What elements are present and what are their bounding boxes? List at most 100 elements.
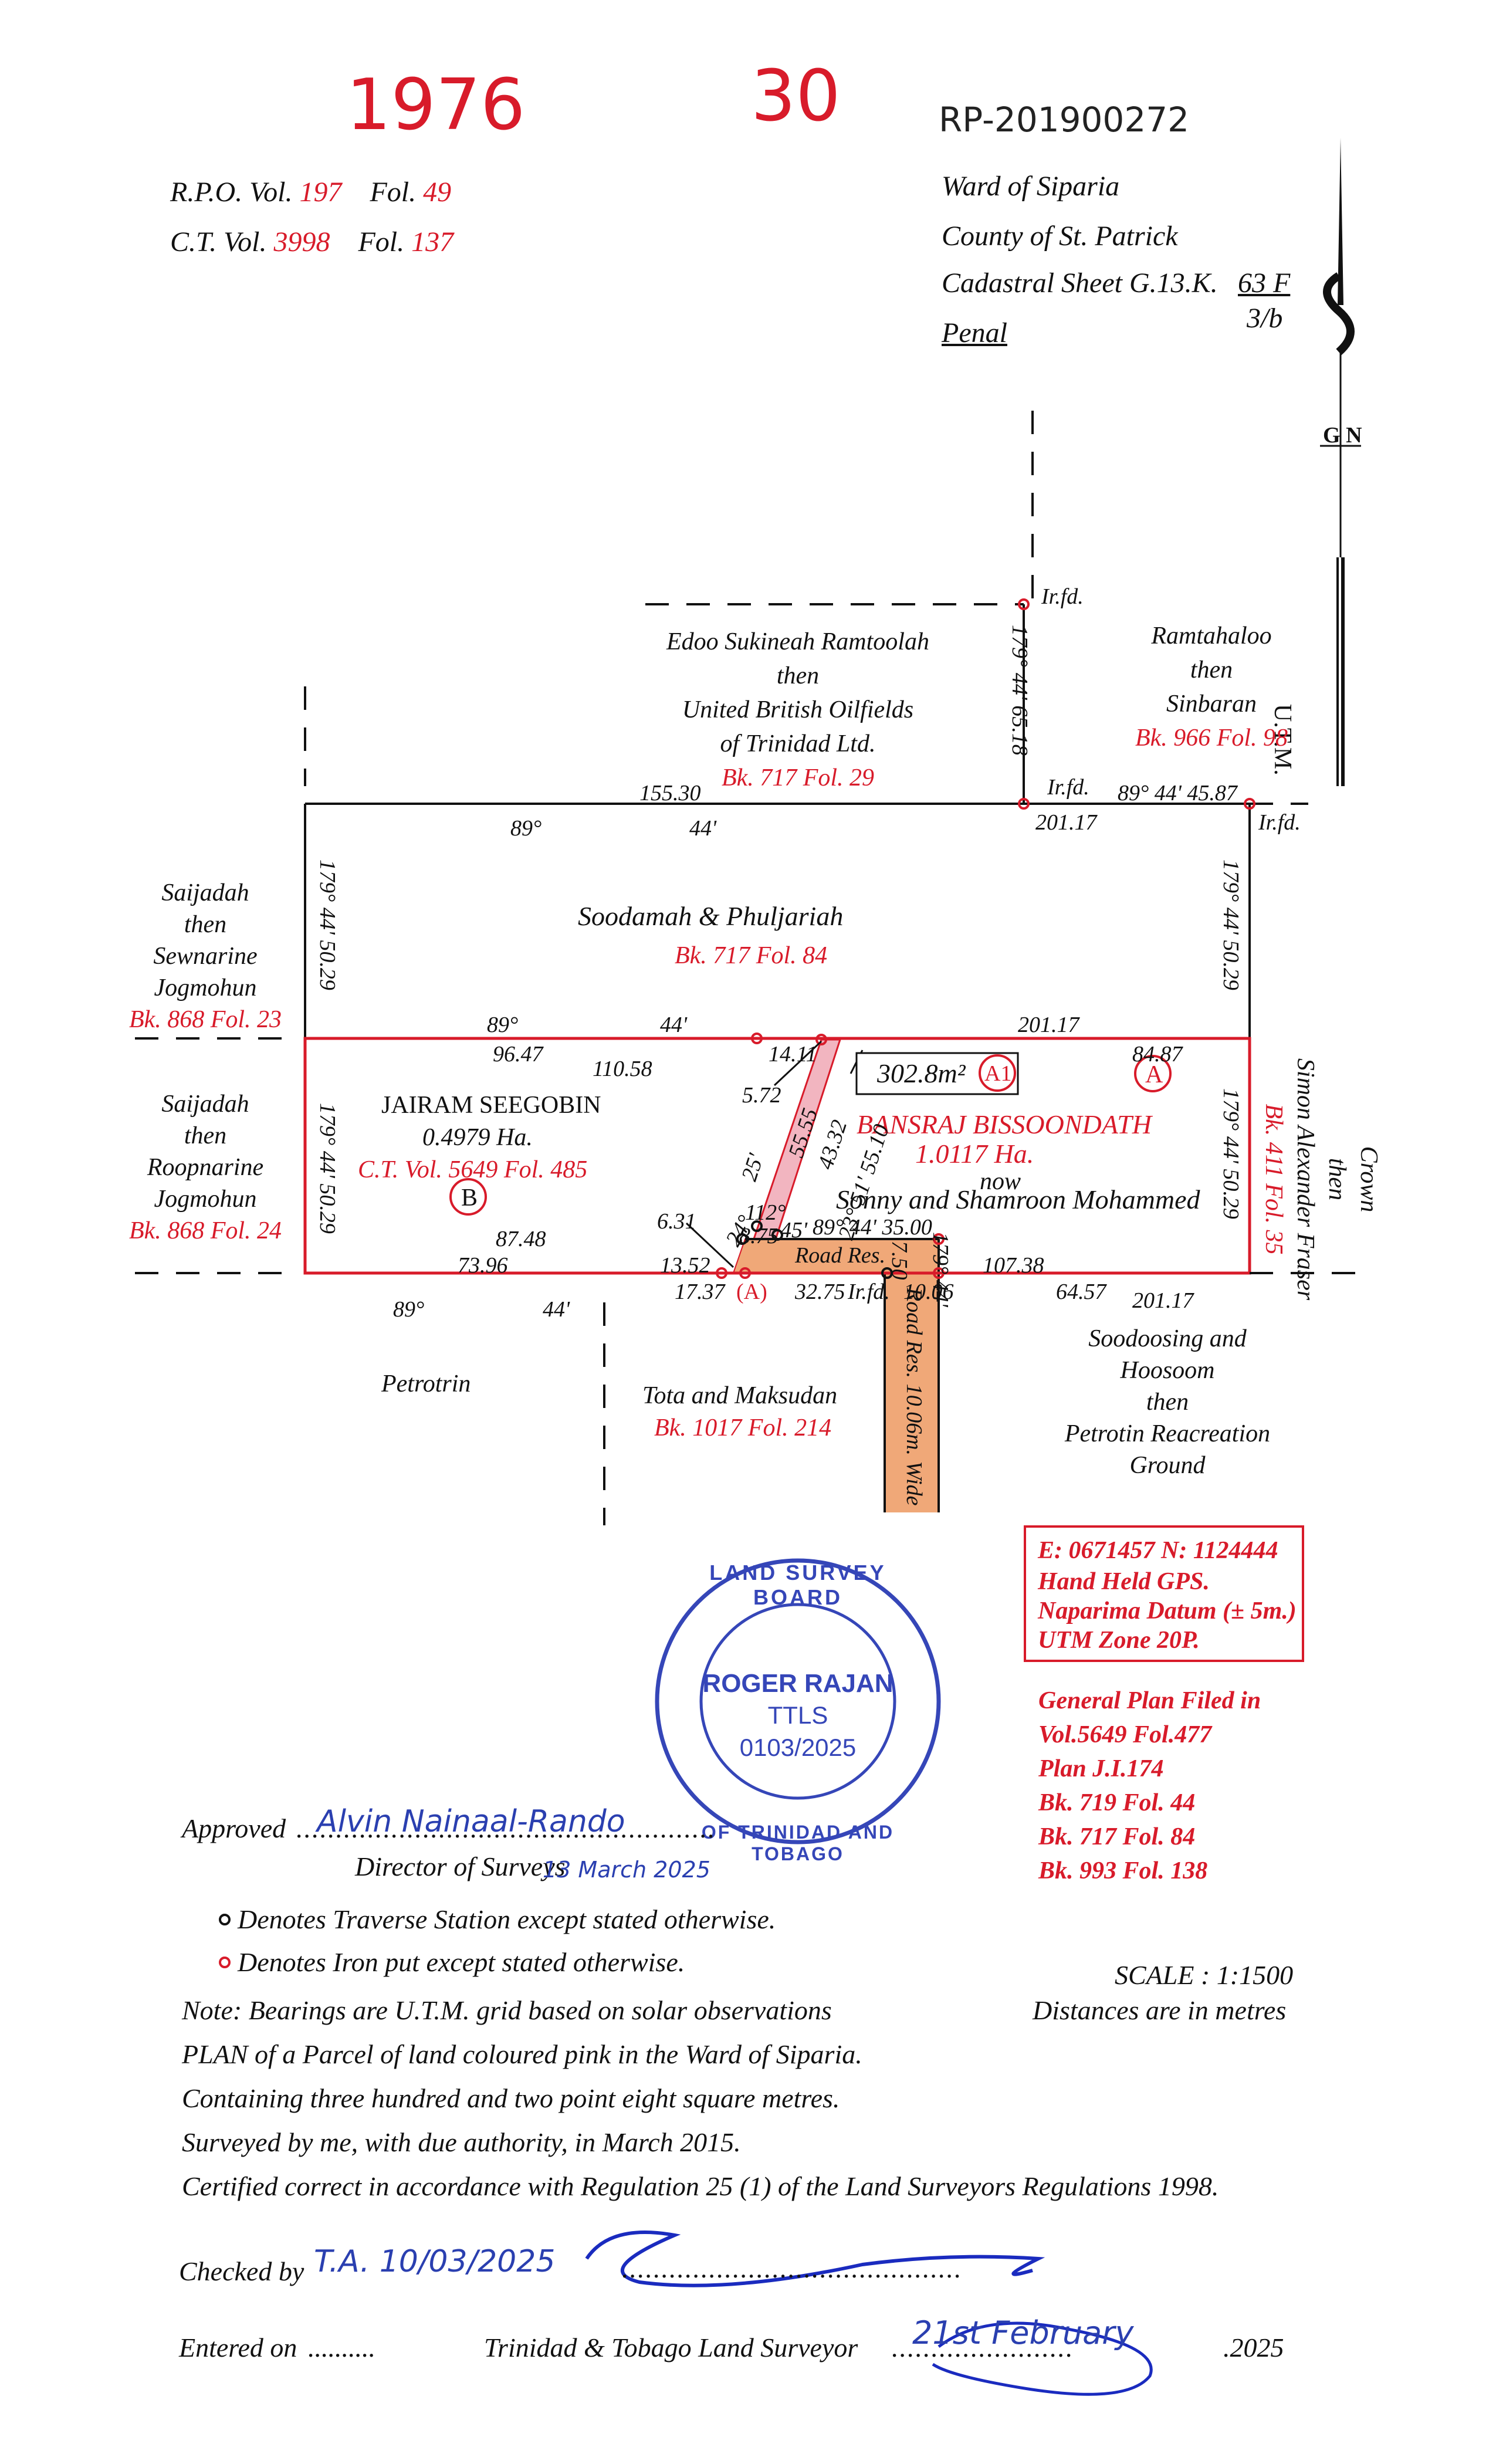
dim-201-17-mid: 201.17 [1018, 1013, 1079, 1037]
iron-put-symbol [219, 1957, 231, 1968]
surveyor-label: Trinidad & Tobago Land Surveyor [484, 2333, 858, 2363]
date-signature-scribble [932, 2321, 1153, 2396]
petrotrin: Petrotrin [381, 1370, 471, 1397]
parcel-a-label: A [1145, 1061, 1163, 1088]
dim-89-b: 89° [487, 1013, 519, 1037]
dim-6-31: 6.31 [657, 1209, 696, 1234]
dim-7-50: 7.50 [887, 1241, 912, 1280]
dim-89-44-45-87: 89° 44' 45.87 [1118, 781, 1237, 805]
parcel-a-now-owner: Sonny and Shamroon Mohammed [836, 1184, 1200, 1214]
county: County of St. Patrick [942, 221, 1178, 252]
rpo-fol-label: Fol. [370, 177, 417, 208]
road-reserve-vertical [885, 1273, 939, 1512]
scale: SCALE : 1:1500 [1115, 1960, 1294, 1990]
north-arrow [1320, 138, 1361, 786]
ct-fol-label: Fol. [358, 226, 405, 258]
a1-label: A1 [984, 1061, 1012, 1086]
dim-east-50-29: 179° 44' 50.29 [1219, 859, 1243, 990]
land-survey-board-stamp [655, 1558, 941, 1844]
dim-8-75: 8.75 [739, 1224, 779, 1248]
tota-maksudan: Tota and Maksudan [642, 1382, 838, 1409]
approved-dots: ........................................… [296, 1813, 716, 1843]
stamp-name: ROGER RAJAN [702, 1669, 893, 1698]
stamp-title: TTLS [767, 1701, 828, 1729]
dim-89-a: 89° [510, 816, 542, 841]
cadastral-sheet: Cadastral Sheet G.13.K. [942, 268, 1218, 299]
gps-box: E: 0671457 N: 1124444 Hand Held GPS. Nap… [1024, 1525, 1304, 1662]
a-mark: (A) [736, 1280, 767, 1304]
parcel-b-owner: JAIRAM SEEGOBIN [381, 1092, 601, 1119]
dim-44-b: 44' [660, 1013, 688, 1037]
tota-ref: Bk. 1017 Fol. 214 [654, 1414, 832, 1441]
dim-110-58: 110.58 [593, 1057, 652, 1081]
dim-87-48: 87.48 [496, 1227, 546, 1251]
legend-iron: Denotes Iron put except stated otherwise… [238, 1947, 685, 1977]
dim-32-75: 32.75 [795, 1280, 845, 1304]
dim-64-57: 64.57 [1056, 1280, 1106, 1304]
dim-201-17-top: 201.17 [1035, 810, 1097, 835]
dim-107-38: 107.38 [983, 1253, 1044, 1278]
rpo-line: R.P.O. Vol. 197 Fol. 49 [170, 176, 451, 208]
ct-vol: 3998 [273, 226, 330, 258]
irfd-4: Ir.fd. [848, 1280, 890, 1304]
note-surveyed: Surveyed by me, with due authority, in M… [182, 2127, 741, 2157]
parcel-b-ref: C.T. Vol. 5649 Fol. 485 [358, 1156, 588, 1183]
dim-179-44-south: 179° 44' [928, 1232, 953, 1307]
dim-13-52: 13.52 [660, 1253, 710, 1278]
traverse-station-symbol [219, 1914, 231, 1925]
dim-89-c: 89° [393, 1297, 425, 1322]
parcel-b-area: 0.4979 Ha. [422, 1124, 533, 1151]
note-certified: Certified correct in accordance with Reg… [182, 2171, 1219, 2201]
dim-73-96: 73.96 [458, 1253, 508, 1278]
dim-west-50-29: 179° 44' 50.29 [315, 859, 340, 990]
road-res-label: Road Res. [795, 1243, 886, 1268]
checked-label: Checked by [179, 2256, 304, 2286]
dim-201-17-bottom: 201.17 [1132, 1288, 1194, 1313]
dim-45: 45' [780, 1218, 808, 1243]
dim-west-bottom-50-29: 179° 44' 50.29 [315, 1103, 340, 1234]
plan-number-left: 1976 [346, 65, 526, 146]
parcel-a-owner: BANSRAJ BISSOONDATH [857, 1109, 1152, 1139]
dim-44-c: 44' [543, 1297, 570, 1322]
entered-label: Entered on [179, 2333, 297, 2363]
grid-north-label: G N [1323, 423, 1362, 448]
legend-traverse: Denotes Traverse Station except stated o… [238, 1904, 776, 1934]
dim-112: 112° [745, 1200, 786, 1225]
ct-line: C.T. Vol. 3998 Fol. 137 [170, 226, 453, 258]
entered-dots: .......... [308, 2333, 375, 2363]
stamp-ring-bottom: OF TRINIDAD AND TOBAGO [701, 1822, 895, 1864]
dim-179-44-65-18: 179° 44' 65.18 [1007, 625, 1032, 756]
dim-89-44-35-00: 89° 44' 35.00 [813, 1215, 932, 1240]
units: Distances are in metres [1033, 1995, 1287, 2025]
checked-value: T.A. 10/03/2025 [314, 2244, 556, 2279]
parcel-b-label: B [461, 1184, 478, 1211]
plan-number-right: 30 [751, 56, 841, 137]
ward: Ward of Siparia [942, 171, 1120, 202]
dim-east-bottom-50-29: 179° 44' 50.29 [1219, 1088, 1243, 1219]
irfd-1: Ir.fd. [1041, 584, 1084, 609]
rpo-vol: 197 [299, 177, 342, 208]
top-parcel-owner: Soodamah & Phuljariah [578, 901, 844, 931]
dim-84-87: 84.87 [1132, 1042, 1183, 1067]
stamp-ring-top: LAND SURVEY BOARD [709, 1561, 886, 1609]
signature-dots: ........................................… [622, 2253, 963, 2283]
dim-14-11: 14.11 [769, 1042, 817, 1067]
dim-5-72: 5.72 [742, 1083, 781, 1108]
parcel-a-now: now [980, 1168, 1021, 1195]
parcel-a-area: 1.0117 Ha. [915, 1139, 1034, 1169]
date-handwritten: 21st February [912, 2314, 1134, 2351]
top-parcel-ref: Bk. 717 Fol. 84 [675, 942, 828, 969]
note-containing: Containing three hundred and two point e… [182, 2083, 840, 2113]
cadastral-denominator: 3/b [1247, 303, 1283, 334]
ct-fol: 137 [411, 226, 454, 258]
irfd-2: Ir.fd. [1047, 775, 1089, 800]
rpo-label: R.P.O. Vol. [170, 177, 293, 208]
dim-96-47: 96.47 [493, 1042, 543, 1067]
